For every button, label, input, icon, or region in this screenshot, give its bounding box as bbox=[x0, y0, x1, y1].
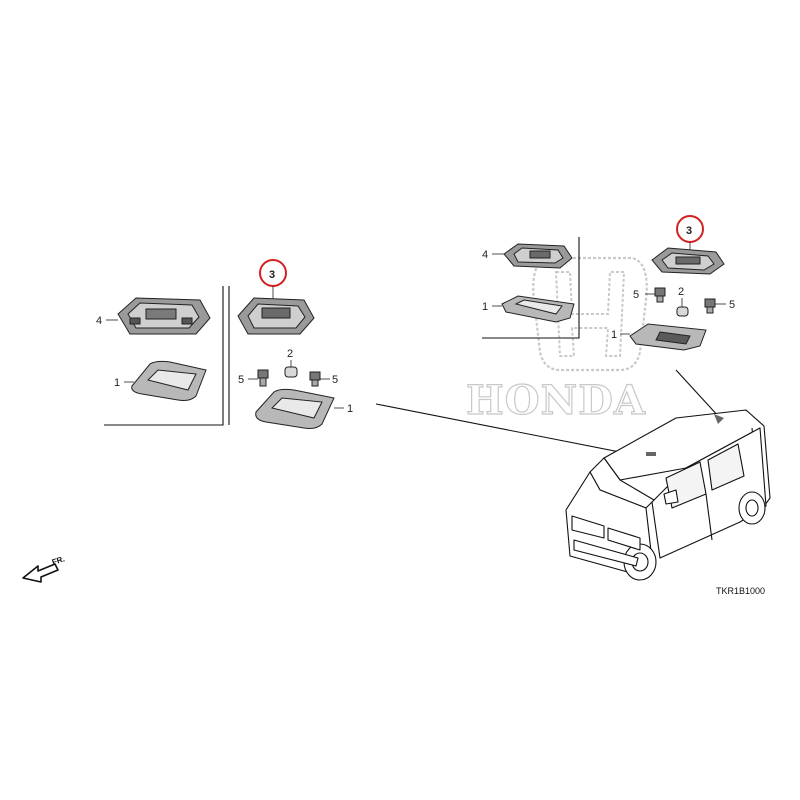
left-group: 4 1 bbox=[96, 286, 224, 426]
callout-right-b-1: 1 bbox=[611, 329, 617, 341]
honda-h-logo-icon bbox=[532, 256, 648, 372]
callout-middle-5a: 5 bbox=[238, 374, 244, 386]
lens-cover-part bbox=[255, 388, 335, 429]
lens-cover-part bbox=[501, 295, 575, 323]
vehicle-illustration bbox=[565, 409, 771, 581]
middle-group: 3 2 5 5 1 bbox=[228, 259, 353, 429]
callout-left-1: 1 bbox=[114, 377, 120, 389]
diagram-code: TKR1B1000 bbox=[716, 586, 765, 596]
leader-line-rear bbox=[675, 369, 721, 419]
callout-middle-5b: 5 bbox=[332, 374, 338, 386]
screw-part-left bbox=[654, 287, 666, 303]
screw-part-right bbox=[704, 298, 716, 314]
lens-cover-part bbox=[131, 360, 207, 401]
callout-middle-1: 1 bbox=[347, 403, 353, 415]
leader-line-front bbox=[375, 403, 641, 457]
callout-right-a-1: 1 bbox=[482, 301, 488, 313]
direction-label: FR. bbox=[51, 554, 66, 567]
screw-part-right bbox=[309, 371, 321, 387]
bulb-part bbox=[284, 366, 298, 378]
callout-middle-2: 2 bbox=[287, 348, 293, 360]
lens-cover-part bbox=[629, 323, 707, 351]
roof-console-part bbox=[117, 297, 211, 335]
callout-right-b-3: 3 bbox=[686, 225, 692, 237]
map-light-part bbox=[651, 247, 725, 275]
right-group-b: 3 2 5 5 1 bbox=[611, 215, 735, 351]
callout-right-a-4: 4 bbox=[482, 249, 488, 261]
callout-left-4: 4 bbox=[96, 315, 102, 327]
right-group-a-frame bbox=[482, 237, 580, 339]
direction-indicator: FR. bbox=[22, 554, 66, 583]
callout-right-b-2: 2 bbox=[678, 286, 684, 298]
watermark-brand-text: HONDA bbox=[466, 377, 646, 424]
callout-middle-3: 3 bbox=[269, 269, 275, 281]
roof-console-part bbox=[503, 243, 573, 269]
screw-part-left bbox=[257, 369, 269, 387]
right-group-a: 4 1 bbox=[482, 237, 580, 339]
arrow-left-icon bbox=[22, 563, 59, 583]
left-group-frame bbox=[104, 286, 224, 426]
callout-right-b-5b: 5 bbox=[729, 299, 735, 311]
bulb-part bbox=[676, 306, 689, 317]
callout-right-b-5a: 5 bbox=[633, 289, 639, 301]
honda-watermark: HONDA bbox=[465, 256, 648, 425]
map-light-part bbox=[237, 297, 315, 335]
